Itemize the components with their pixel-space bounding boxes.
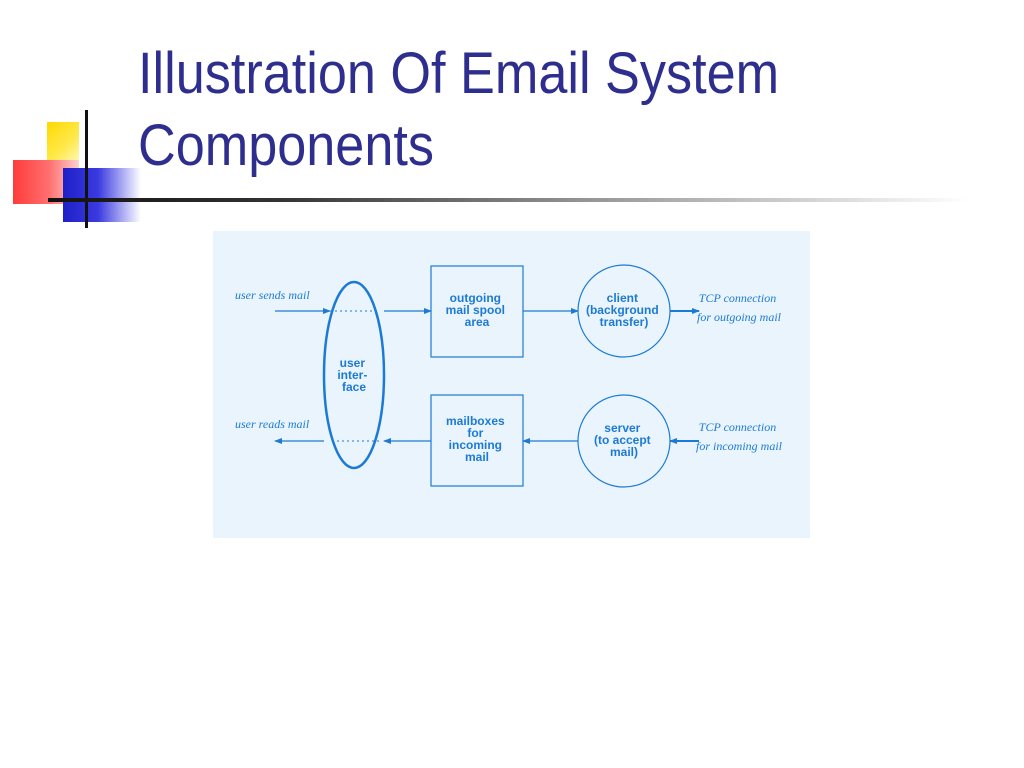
tcp-outgoing-label: TCP connection for outgoing mail — [697, 291, 782, 324]
slide-title-line-2: Components — [138, 113, 434, 178]
decor-vertical-line — [85, 110, 88, 228]
decor-blue-square — [63, 168, 141, 222]
tcp-incoming-label: TCP connection for incoming mail — [696, 420, 783, 453]
mailboxes-label: mailboxes for incoming mail — [446, 414, 508, 464]
user-sends-mail-label: user sends mail — [235, 288, 310, 302]
slide-title-line-1: Illustration Of Email System — [138, 41, 780, 106]
email-system-diagram: user inter- face outgoing mail spool are… — [213, 231, 810, 538]
decor-yellow-square — [47, 122, 79, 160]
title-underline — [48, 198, 968, 202]
outgoing-spool-label: outgoing mail spool area — [446, 291, 509, 329]
user-reads-mail-label: user reads mail — [235, 417, 310, 431]
client-label: client (background transfer) — [586, 291, 662, 329]
server-label: server (to accept mail) — [594, 421, 654, 459]
user-interface-label: user inter- face — [337, 356, 370, 394]
user-interface-ellipse — [322, 280, 386, 470]
diagram-canvas: user inter- face outgoing mail spool are… — [235, 264, 783, 488]
slide-title: Illustration Of Email System Components — [138, 38, 779, 182]
